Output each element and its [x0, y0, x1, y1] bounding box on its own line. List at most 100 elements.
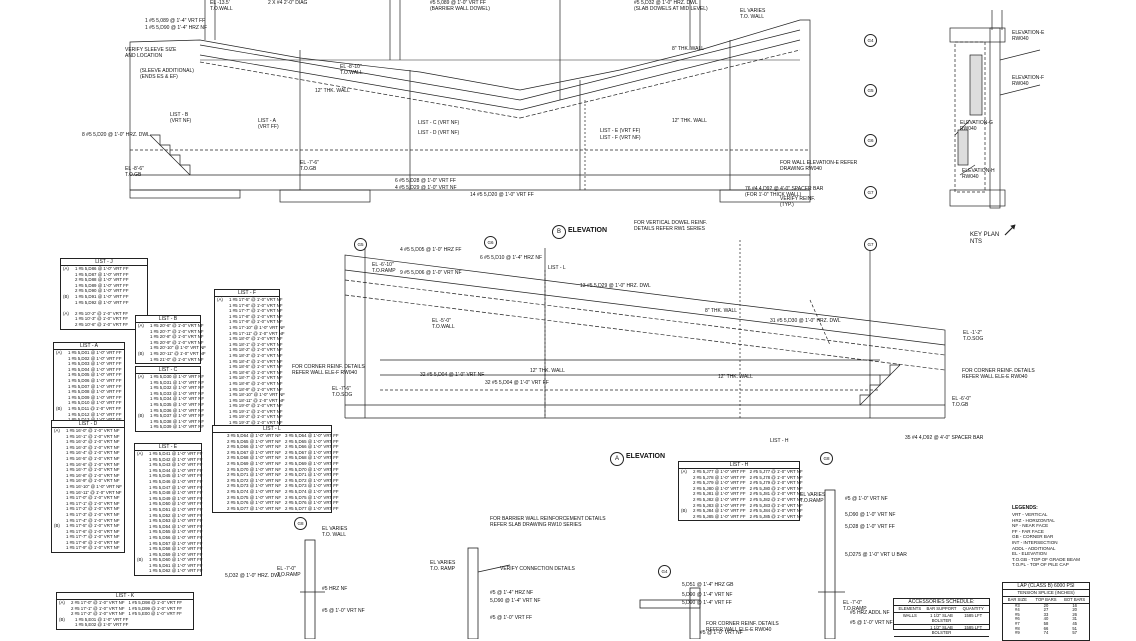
elevation-a-note: 12" THK. WALL	[718, 374, 753, 380]
rebar-list-cell: 2 #5 5,J83 @ 1'-0" VRT NF	[749, 502, 803, 508]
rebar-list-row: 1 #5 18'-6" @ 1'-0" VRT NF	[215, 370, 283, 376]
elevation-b-title: ELEVATION	[568, 227, 608, 234]
rebar-list-cell: 2 #5 5,D75 @ 1'-0" VRT NF	[227, 494, 282, 500]
rebar-list-cell: 1 #5 20'-9" @ 1'-0" VRT NF	[150, 339, 204, 345]
rebar-list-cell: 1 #5 17'-6" @ 1'-0" VRT NF	[66, 528, 120, 534]
rebar-list-row: 1 #5 5,D55 @ 1'-0" VRT FF	[135, 529, 203, 535]
rebar-list-row: 1 #5 5,D52 @ 1'-0" VRT FF	[135, 513, 203, 519]
rebar-list-cell: 2 #5 5,D71 @ 1'-0" VRT FF	[285, 472, 339, 478]
rebar-list-row: 1 #5 16'-11" @ 1'-0" VRT NF	[52, 490, 124, 496]
lap-cell: 45	[1072, 620, 1078, 626]
rebar-list-cell: 2 #5 5,D75 @ 1'-0" VRT FF	[285, 494, 339, 500]
rebar-list-row: 1 #5 5,D08 @ 1'-0" VRT FF	[54, 389, 124, 395]
rebar-list-cell: 1 #5 5,D11 @ 1'-0" VRT FF	[68, 405, 122, 411]
lap-cell: 66	[1043, 625, 1049, 631]
rebar-list-cell: 2 #5 5,J77 @ 1'-0" VRT NF	[749, 469, 803, 474]
elevation-b-note: 2 X #4 2'-0" DIAG	[268, 0, 308, 6]
rebar-list-row: (B)1 #5 17'-5" @ 1'-0" VRT NF	[52, 523, 124, 529]
accessories-cell	[894, 625, 926, 636]
rebar-list-cell: 2 #5 5,J82 @ 1'-0" VRT NF	[749, 496, 803, 502]
rebar-list-group-tag: (A)	[138, 374, 144, 379]
rebar-list-cell: 1 #5 17'-4" @ 1'-0" VRT NF	[66, 517, 120, 523]
rebar-list-cell: 1 #5 5,D56 @ 1'-0" VRT FF	[149, 534, 203, 540]
detail-note: FOR BARRIER WALL REINFORCEMENT DETAILS R…	[490, 516, 606, 528]
rebar-list-row: 1 #5 17'-8" @ 1'-0" VRT NF	[215, 314, 283, 320]
detail-note: #5 @ 1'-0" VRT FF	[490, 615, 533, 621]
rebar-list-row: 1 #5 5,E02 @ 1'-0" VRT FF	[57, 622, 193, 628]
rebar-list-row: 1 #5 17'-9" @ 1'-0" VRT NF	[215, 319, 283, 325]
detail-note: #5 @ 1'-4" HRZ NF	[490, 590, 534, 596]
rebar-list-cell: 1 #5 18'-11" @ 1'-0" VRT NF	[229, 397, 285, 403]
rebar-list-cell: 1 #5 5,D07 @ 1'-0" VRT FF	[68, 383, 122, 389]
rebar-list-row: (A)1 #5 5,D86 @ 1'-0" VRT FF	[61, 266, 147, 272]
rebar-list-cell: 1 #5 5,D36 @ 1'-0" VRT NF	[150, 407, 205, 413]
rebar-list-cell: 1 #5 17'-0" @ 1'-0" VRT NF	[66, 495, 120, 501]
rebar-list-cell: 2 #5 5,D88 @ 1'-0" VRT FF	[75, 277, 129, 283]
rebar-list-row: 1 #5 17'-10" @ 1'-0" VRT NF	[215, 325, 285, 331]
rebar-list-cell: 1 #5 16'-3" @ 1'-0" VRT NF	[66, 444, 120, 450]
elevation-b-note: EL -7'-6" T.O.GB	[300, 160, 319, 172]
rebar-list-cell: 1 #5 17'-6" @ 1'-0" VRT NF	[229, 302, 283, 308]
rebar-list-row: 1 #5 5,D13 @ 1'-0" VRT FF	[54, 417, 124, 423]
rebar-list-cell: 1 #5 5,D09 @ 1'-0" VRT FF	[68, 394, 122, 400]
rebar-list-row: 1 #5 20'-8" @ 1'-0" VRT NF	[136, 334, 204, 340]
rebar-list-row: 1 #5 16'-9" @ 1'-0" VRT NF	[52, 478, 124, 484]
key-plan-elevation-label: ELEVATION-E RW040	[1012, 30, 1045, 42]
elevation-b-note: 14 #5 5,D20 @ 1'-0" VRT FF	[470, 192, 534, 198]
rebar-list-row: 1 #5 5,D06 @ 1'-0" VRT FF	[54, 378, 124, 384]
lap-cell: 33	[1043, 611, 1049, 617]
grid-tag: G5	[354, 238, 367, 251]
rebar-list-group-tag: (A)	[63, 310, 69, 316]
detail-note: #5 HRZ NF	[322, 586, 348, 592]
rebar-list-row: 1 #5 16'-7" @ 1'-0" VRT NF	[52, 467, 124, 473]
rebar-list-cell: 1 #5 5,D91 @ 1'-0" VRT FF	[75, 293, 129, 299]
rebar-list-title: LIST - L	[213, 426, 331, 433]
rebar-list-row: 1 #5 18'-1" @ 1'-0" VRT NF	[215, 342, 283, 348]
elevation-a-note: 6 #5 5,D10 @ 1'-4" HRZ NF	[480, 255, 542, 261]
rebar-list-row: 1 #5 5,D48 @ 1'-0" VRT FF	[135, 490, 203, 496]
elevation-b-note: 1 #5 5,089 @ 1'-4" VRT FF	[145, 18, 206, 24]
rebar-list-row: 1 #5 5,D34 @ 1'-0" VRT NF	[136, 396, 204, 402]
rebar-list-cell: 1 #5 5,D37 @ 1'-0" VRT NF	[150, 413, 205, 419]
rebar-list-row: 1 #5 5,D53 @ 1'-0" VRT FF	[135, 518, 203, 524]
rebar-list-cell: 1 #5 5,D06 @ 1'-0" VRT FF	[68, 377, 122, 383]
rebar-list-cell: 1 #5 5,D51 @ 1'-0" VRT FF	[149, 506, 203, 512]
rebar-list-row: 1 #5 5,D07 @ 1'-0" VRT FF	[54, 384, 124, 390]
rebar-list-cell: 1 #5 5,D43 @ 1'-0" VRT FF	[149, 462, 203, 468]
rebar-list-row: 1 #5 5,D36 @ 1'-0" VRT NF	[136, 408, 204, 414]
rebar-list-title: LIST - B	[136, 316, 200, 323]
rebar-list-cell: 1 #5 5,E02 @ 1'-0" VRT FF	[75, 622, 129, 628]
accessories-cell: 1 1/2" SLAB BOLSTER	[930, 612, 953, 624]
rebar-list-row: 1 #5 18'-5" @ 1'-0" VRT NF	[215, 364, 283, 370]
rebar-list-row: 1 #5 10'-3" @ 1'-0" VRT FF	[61, 316, 147, 322]
key-plan-drawing	[949, 10, 1041, 236]
detail-note: 5,D90 @ 1'-4" VRT NF	[490, 598, 541, 604]
rebar-list-cell: 2 #5 5,D69 @ 1'-0" VRT FF	[285, 460, 339, 466]
rebar-list-row: 1 #5 20'-7" @ 1'-0" VRT NF	[136, 329, 204, 335]
rebar-list-cell: 1 #5 17'-10" @ 1'-0" VRT NF	[229, 324, 285, 330]
rebar-list-title: LIST - F	[215, 290, 279, 297]
rebar-list-cell: 2 #5 5,J80 @ 1'-0" VRT NF	[749, 485, 803, 491]
rebar-list-row: 1 #5 5,D50 @ 1'-0" VRT FF	[135, 501, 203, 507]
elevation-b-note: LIST - C (VRT NF)	[418, 120, 460, 126]
elevation-b-note: 4 #5 5,D29 @ 1'-0" VRT NF	[395, 185, 457, 191]
rebar-list-cell: 2 #5 10'-6" @ 1'-0" VRT FF	[75, 321, 129, 327]
rebar-list-row: 1 #5 5,D39 @ 1'-0" VRT NF	[136, 424, 204, 430]
accessories-cell: 1 1/2" SLAB BOLSTER	[930, 624, 953, 636]
